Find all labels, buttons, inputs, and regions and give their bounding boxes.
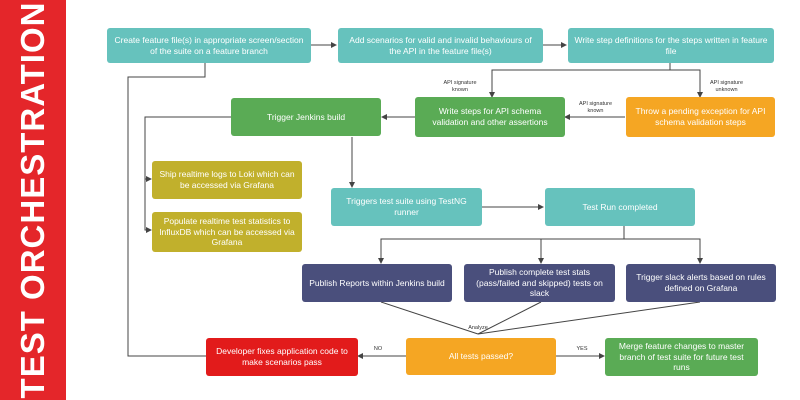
ship-logs-node: Ship realtime logs to Loki which can be …: [152, 161, 302, 199]
all-tests-passed-node: All tests passed?: [406, 338, 556, 375]
trigger-jenkins-node: Trigger Jenkins build: [231, 98, 381, 136]
trigger-slack-alerts-node: Trigger slack alerts based on rules defi…: [626, 264, 776, 302]
merge-feature-changes-node: Merge feature changes to master branch o…: [605, 338, 758, 376]
developer-fixes-node: Developer fixes application code to make…: [206, 338, 358, 376]
create-feature-node: Create feature file(s) in appropriate sc…: [107, 28, 311, 63]
api-signature-known-label: API signature known: [443, 80, 477, 93]
analyze-label: Analyze: [468, 325, 488, 331]
triggers-test-suite-node: Triggers test suite using TestNG runner: [331, 188, 482, 226]
publish-reports-node: Publish Reports within Jenkins build: [302, 264, 452, 302]
yes-label: YES: [576, 346, 588, 352]
throw-pending-exception-node: Throw a pending exception for API schema…: [626, 97, 775, 137]
write-schema-steps-node: Write steps for API schema validation an…: [415, 97, 565, 137]
populate-stats-node: Populate realtime test statistics to Inf…: [152, 212, 302, 252]
title-banner: TEST ORCHESTRATION: [0, 0, 66, 400]
publish-stats-slack-node: Publish complete test stats (pass/failed…: [464, 264, 615, 302]
write-step-definitions-node: Write step definitions for the steps wri…: [568, 28, 774, 63]
api-signature-known-mid-label: API signature known: [578, 101, 613, 114]
no-label: NO: [373, 346, 383, 352]
add-scenarios-node: Add scenarios for valid and invalid beha…: [338, 28, 543, 63]
test-run-completed-node: Test Run completed: [545, 188, 695, 226]
api-signature-unknown-label: API signature unknown: [709, 80, 744, 93]
